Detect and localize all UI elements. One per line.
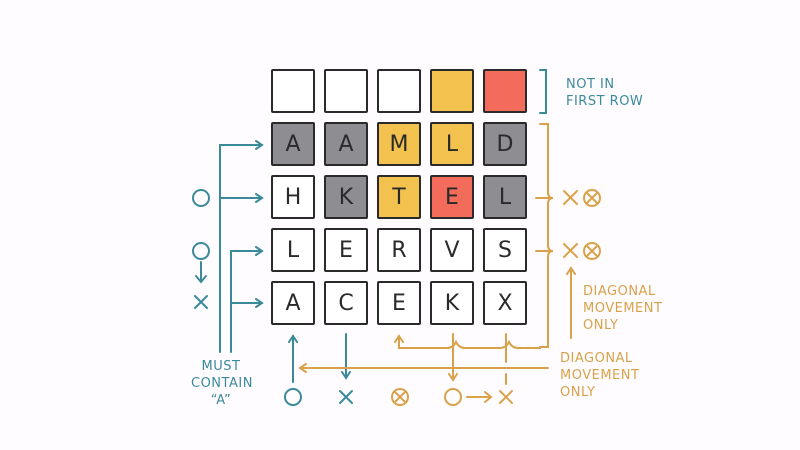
circle-icon xyxy=(192,189,210,207)
grid-cell-gray: D xyxy=(483,122,527,166)
x-icon xyxy=(563,190,578,205)
grid-cell-yellow: T xyxy=(377,175,421,219)
grid-cell-gray: K xyxy=(324,175,368,219)
bottom-teal-arrows xyxy=(284,333,353,406)
grid-cell xyxy=(324,69,368,113)
right-orange-bracket xyxy=(535,123,576,348)
x-icon xyxy=(339,390,353,404)
circle-icon xyxy=(192,242,210,260)
grid-cell: E xyxy=(324,228,368,272)
circle-icon xyxy=(444,388,462,406)
circle-icon xyxy=(284,388,302,406)
not-in-first-row-label: NOT IN FIRST ROW xyxy=(566,77,644,109)
must-contain-a-arrows xyxy=(219,140,264,353)
left-symbols xyxy=(192,189,210,309)
circled-x-icon xyxy=(583,189,601,207)
diagonal-movement-right-label: DIAGONAL MOVEMENT ONLY xyxy=(583,284,663,333)
arrow-right-icon xyxy=(466,391,493,403)
grid-cell-red xyxy=(483,69,527,113)
grid-cell: C xyxy=(324,281,368,325)
arrow-down-icon xyxy=(195,261,207,284)
bottom-orange-symbols xyxy=(391,388,513,406)
circled-x-icon xyxy=(391,388,409,406)
grid-cell: E xyxy=(377,281,421,325)
circled-x-icon xyxy=(583,242,601,260)
first-row-bracket xyxy=(539,69,547,114)
grid-cell xyxy=(377,69,421,113)
grid-cell: V xyxy=(430,228,474,272)
grid-cell: L xyxy=(271,228,315,272)
grid-cell-gray: A xyxy=(324,122,368,166)
diagonal-movement-bottom-label: DIAGONAL MOVEMENT ONLY xyxy=(560,351,640,400)
grid-cell: X xyxy=(483,281,527,325)
x-icon xyxy=(194,295,208,309)
grid-cell: K xyxy=(430,281,474,325)
x-icon xyxy=(499,390,513,404)
grid-cell-yellow: L xyxy=(430,122,474,166)
right-symbols xyxy=(563,189,601,260)
x-icon xyxy=(563,243,578,258)
bottom-orange-arrows xyxy=(298,333,549,385)
grid-cell: H xyxy=(271,175,315,219)
grid-cell: A xyxy=(271,281,315,325)
must-contain-a-label: MUST CONTAIN “A” xyxy=(191,359,253,408)
grid-cell-gray: A xyxy=(271,122,315,166)
grid-cell-yellow xyxy=(430,69,474,113)
grid-cell-red: E xyxy=(430,175,474,219)
grid-cell: S xyxy=(483,228,527,272)
grid-cell-yellow: M xyxy=(377,122,421,166)
grid-cell xyxy=(271,69,315,113)
grid-cell-gray: L xyxy=(483,175,527,219)
grid-cell: R xyxy=(377,228,421,272)
